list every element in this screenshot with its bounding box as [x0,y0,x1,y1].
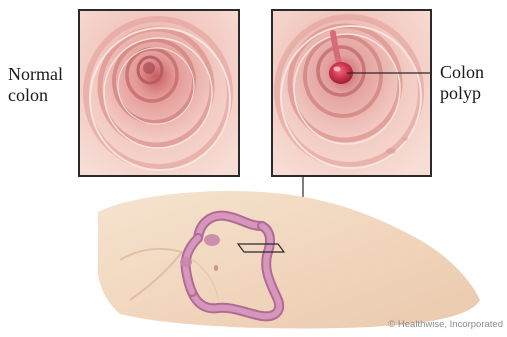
normal-colon-illustration [80,11,238,175]
callout-connector [280,177,303,248]
colon-polyp-label-line1: Colon [440,62,504,83]
normal-colon-label-line1: Normal [8,64,72,85]
normal-colon-panel [78,9,240,177]
credit-text: © Healthwise, Incorporated [388,319,503,330]
colon-polyp-illustration [273,11,430,175]
colon-polyp-label-line2: polyp [440,83,504,104]
normal-colon-label-line2: colon [8,85,72,106]
colon-tract [186,216,280,317]
magnified-section-marker [238,244,284,252]
normal-colon-label: Normal colon [8,64,72,106]
colon-polyp-panel [271,9,432,177]
navel [214,265,218,271]
abdomen-body [98,191,480,329]
colon-polyp-label: Colon polyp [440,62,504,104]
